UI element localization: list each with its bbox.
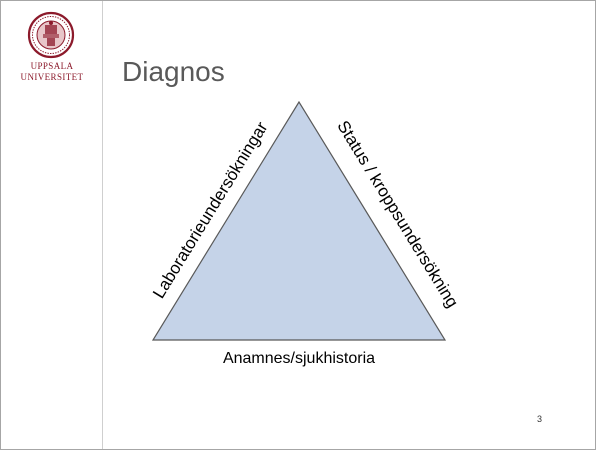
base-label: Anamnes/sjukhistoria <box>223 350 375 367</box>
logo-line-1: UPPSALA <box>30 61 74 71</box>
slide-title: Diagnos <box>122 56 225 87</box>
page-number: 3 <box>537 414 543 424</box>
university-seal-icon <box>27 11 75 59</box>
university-logo-text: UPPSALA UNIVERSITET <box>3 61 101 83</box>
sidebar-divider <box>102 1 103 449</box>
triangle-shape <box>151 100 447 341</box>
logo-line-2: UNIVERSITET <box>20 72 84 82</box>
